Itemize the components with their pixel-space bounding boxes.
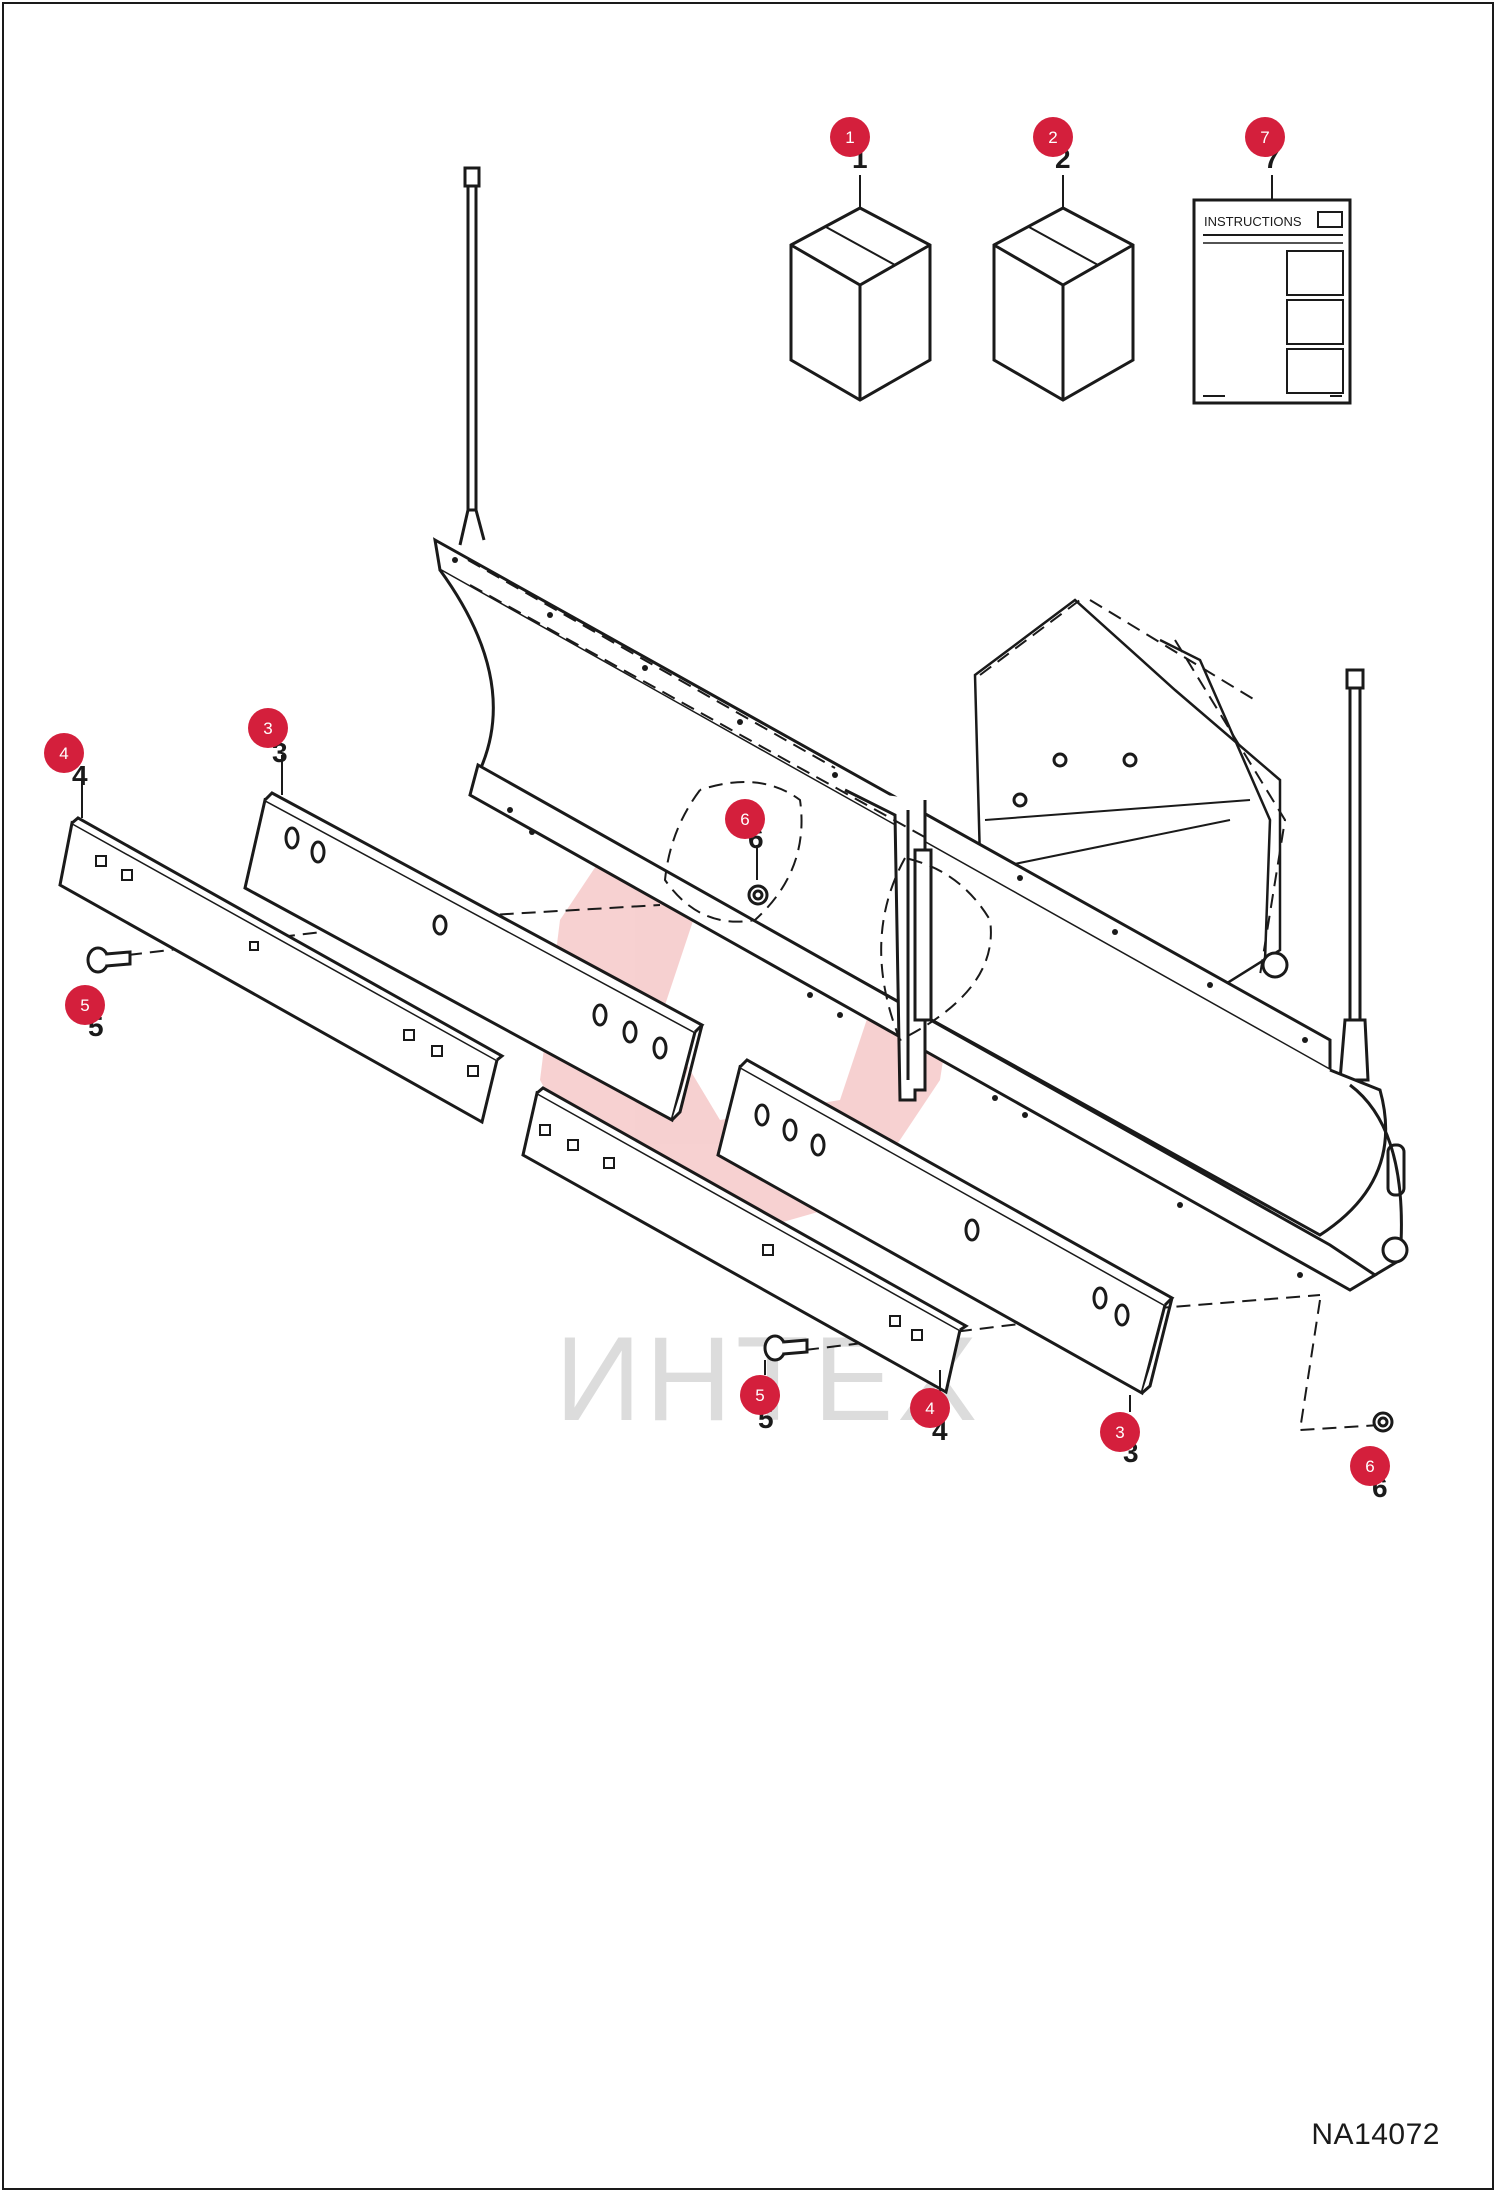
callout-3-right: 3 [1100,1412,1140,1452]
svg-text:4: 4 [59,744,68,763]
svg-text:5: 5 [755,1386,764,1405]
callout-5-left: 5 [65,985,105,1025]
callout-4-left: 4 [44,733,84,773]
svg-text:1: 1 [845,128,854,147]
nut-upper [747,884,769,906]
instructions-label: INSTRUCTIONS [1204,214,1302,229]
drawing-id: NA14072 [1311,2118,1440,2151]
callout-4-right: 4 [910,1388,950,1428]
svg-text:5: 5 [80,996,89,1015]
part-box-2 [992,175,1135,402]
callout-6-lower: 6 [1350,1446,1390,1486]
nut-lower [1372,1411,1394,1433]
callout-7: 7 [1245,117,1285,157]
plow-blade [433,537,1409,1292]
left-marker-rod [458,166,486,546]
callout-bubbles: 1 2 7 4 3 6 5 5 [44,117,1390,1486]
callout-3-left: 3 [248,708,288,748]
callout-1: 1 [830,117,870,157]
cutting-edge-left [243,791,705,1123]
svg-text:3: 3 [1115,1423,1124,1442]
callout-leaders [81,755,1131,1412]
wear-strip-right [521,1086,969,1395]
carriage-bolt-right [763,1334,809,1362]
svg-text:4: 4 [925,1399,934,1418]
svg-text:7: 7 [1260,128,1269,147]
right-marker-rod [1338,668,1370,1082]
svg-text:6: 6 [740,810,749,829]
callout-2: 2 [1033,117,1073,157]
svg-text:2: 2 [1048,128,1057,147]
callout-5-right: 5 [740,1375,780,1415]
cutting-edge-right [716,1058,1175,1396]
instructions-sheet [1192,175,1352,405]
part-box-1 [789,175,932,402]
svg-text:3: 3 [263,719,272,738]
callout-6-upper: 6 [725,799,765,839]
svg-text:6: 6 [1365,1457,1374,1476]
wear-strip-left [58,816,505,1125]
carriage-bolt-left [86,946,132,974]
